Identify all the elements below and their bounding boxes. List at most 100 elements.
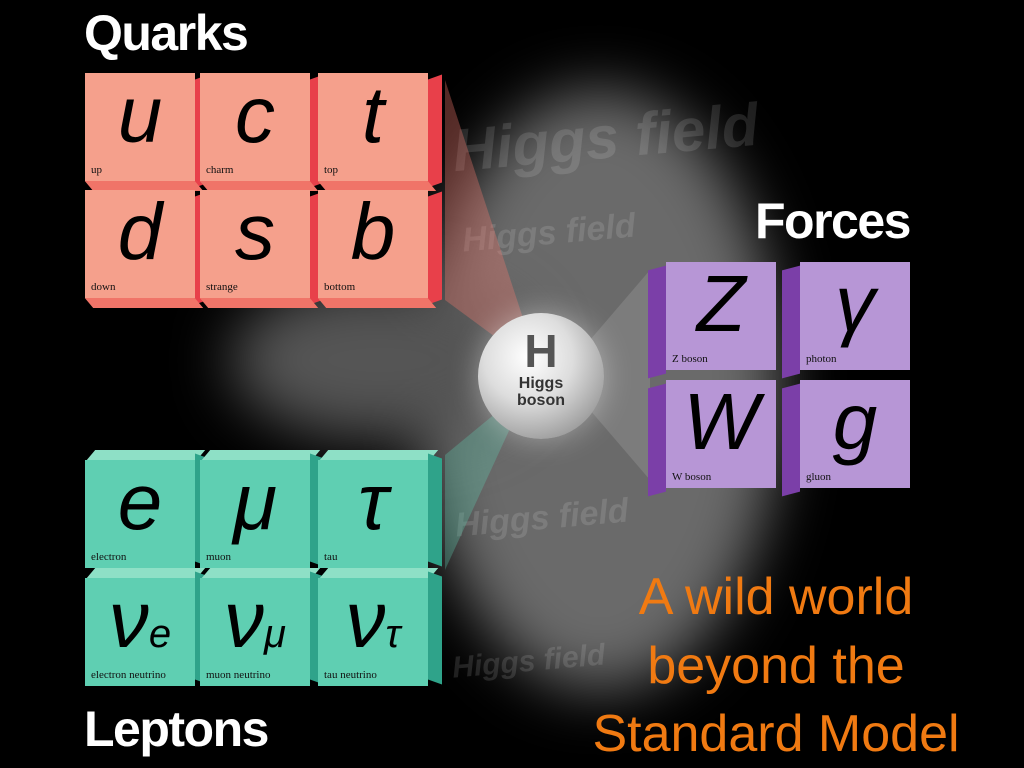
leptons-cell-muon-neutrino: νμ muon neutrino [200,568,324,686]
quarks-cell-strange: s strange [199,190,324,308]
symbol-text: s [235,187,275,276]
cube-front-face: ντ tau neutrino [318,578,428,686]
symbol-text: g [832,377,878,466]
caption-line: beyond the [647,637,905,695]
quarks-cell-up: u up [84,73,209,191]
particle-label: strange [206,281,238,293]
symbol-text: c [235,70,275,159]
force-beam [560,270,650,480]
symbol-text: b [350,187,396,276]
symbol-text: W [683,377,759,466]
particle-label: photon [806,353,837,365]
particle-symbol: μ [200,462,310,544]
particle-label: muon neutrino [206,669,271,681]
leptons-cell-electron: e electron [85,450,209,568]
symbol-text: ν [224,575,265,664]
cube-front-face: u up [85,73,195,181]
cube-front-face: νμ muon neutrino [200,578,310,686]
particle-symbol: ντ [318,580,428,662]
particle-symbol: Z [666,264,776,346]
particle-label: W boson [672,471,712,483]
particle-label: gluon [806,471,832,483]
particle-label: tau [324,551,338,563]
particle-label: tau neutrino [324,669,377,681]
particle-label: electron neutrino [91,669,166,681]
particle-label: bottom [324,281,356,293]
particle-symbol: W [666,382,776,464]
particle-label: muon [206,551,232,563]
quarks-title: Quarks [84,5,249,61]
forces-cell-photon: γ photon [782,262,910,379]
leptons-cell-electron-neutrino: νe electron neutrino [85,568,209,686]
particle-symbol: u [85,75,195,157]
particle-symbol: s [200,192,310,274]
forces-cell-W-boson: W W boson [648,380,776,497]
cube-side-face [428,74,442,188]
cube-bot-face [84,298,204,308]
quarks-cell-top: t top [317,73,442,191]
symbol-text: e [117,457,163,546]
higgs-symbol: H [524,325,558,377]
symbol-text: μ [233,457,277,546]
symbol-subscript: τ [385,612,401,656]
quarks-cell-bottom: b bottom [317,190,442,308]
particle-symbol: τ [318,462,428,544]
symbol-text: γ [835,259,875,348]
cube-front-face: W W boson [666,380,776,488]
symbol-text: τ [358,457,388,546]
cube-side-face [782,383,800,497]
particle-symbol: νe [85,580,195,662]
cube-side-face [782,265,800,379]
particle-symbol: c [200,75,310,157]
cube-front-face: s strange [200,190,310,298]
cube-front-face: e electron [85,460,195,568]
symbol-text: ν [108,575,149,664]
symbol-text: Z [696,259,746,348]
symbol-text: t [361,70,385,159]
cube-front-face: t top [318,73,428,181]
cube-side-face [428,191,442,305]
particle-symbol: e [85,462,195,544]
quark-beam [445,80,540,370]
higgs-label: Higgs [518,375,564,392]
leptons-title: Leptons [84,701,269,757]
cube-bot-face [199,298,319,308]
caption-line: A wild world [638,568,914,626]
cube-side-face [428,453,442,567]
cube-side-face [648,265,666,379]
cube-front-face: b bottom [318,190,428,298]
particle-label: down [91,281,116,293]
particle-symbol: γ [800,264,910,346]
leptons-cell-tau-neutrino: ντ tau neutrino [318,568,442,686]
particle-label: up [91,164,102,176]
particle-label: electron [91,551,127,563]
particle-symbol: t [318,75,428,157]
particle-symbol: νμ [200,580,310,662]
particle-symbol: g [800,382,910,464]
leptons-cell-tau: τ tau [318,450,442,568]
caption-line: Standard Model [592,705,960,763]
forces-title: Forces [755,193,911,249]
cube-side-face [648,383,666,497]
lepton-beam [445,385,530,570]
symbol-text: u [117,70,163,159]
particle-label: top [324,164,339,176]
cube-side-face [428,571,442,685]
cube-front-face: τ tau [318,460,428,568]
particle-symbol: b [318,192,428,274]
symbol-text: d [117,187,163,276]
cube-front-face: γ photon [800,262,910,370]
higgs-label: boson [517,392,565,409]
symbol-subscript: μ [264,612,286,656]
